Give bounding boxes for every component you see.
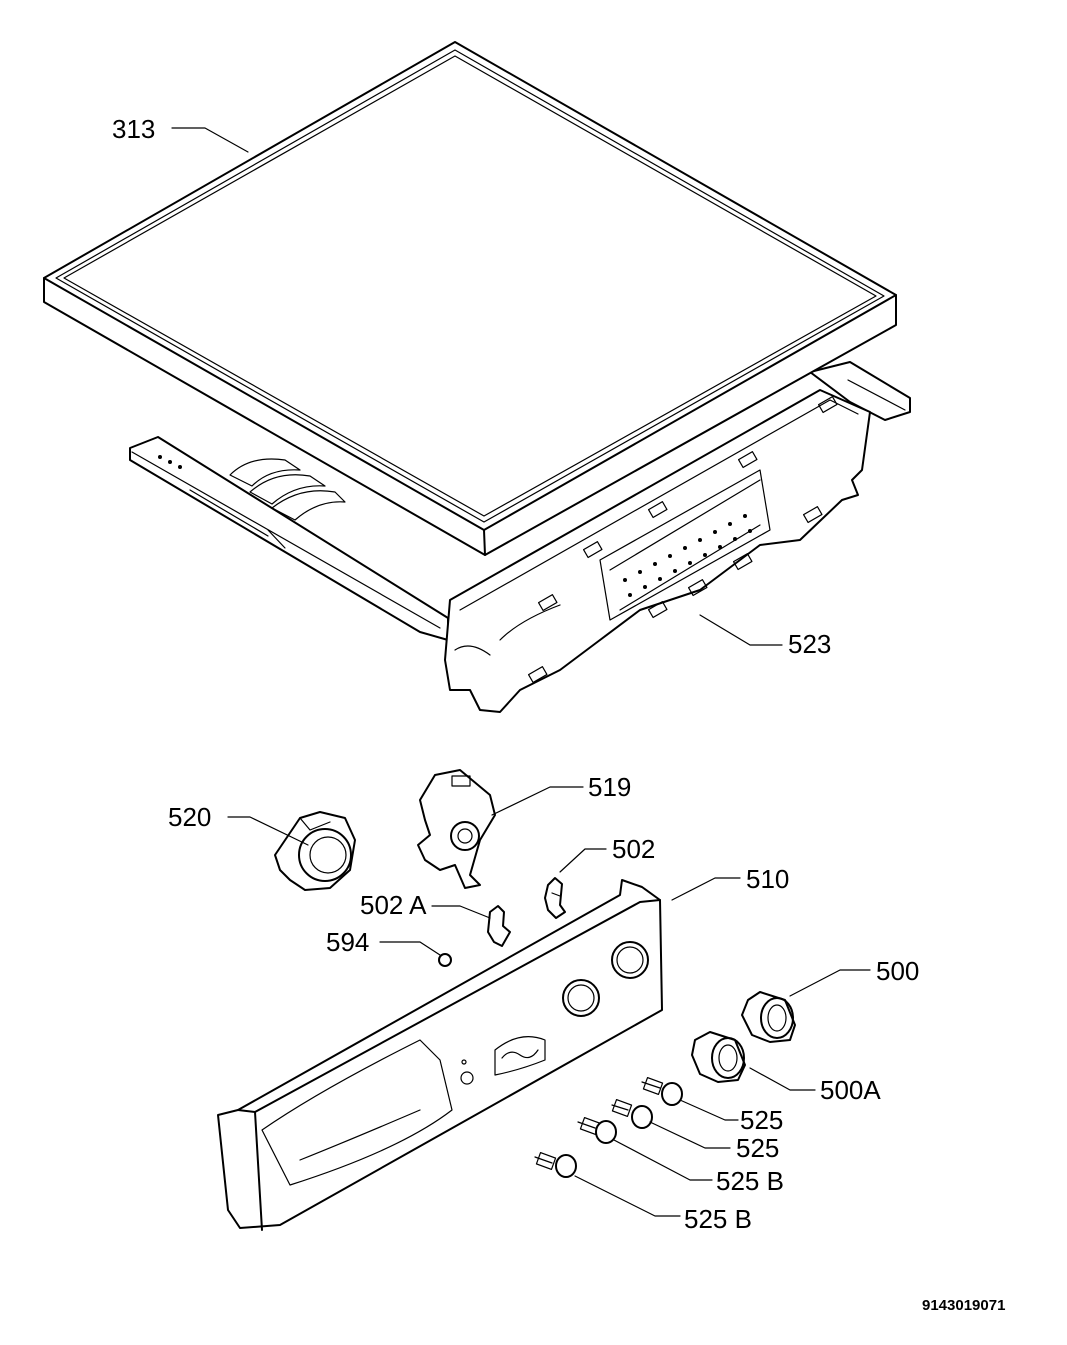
part-313-lid: [43, 41, 897, 556]
label-502a: 502 A: [360, 890, 427, 920]
label-510: 510: [746, 864, 789, 894]
part-523-frame: [129, 361, 911, 713]
label-500: 500: [876, 956, 919, 986]
label-520: 520: [168, 802, 211, 832]
label-313: 313: [112, 114, 155, 144]
part-labels: 313 523 520 519 502 510 502 A 594 500 50…: [112, 114, 1005, 1314]
label-525-2: 525: [736, 1133, 779, 1163]
part-525b-button-2: [534, 1152, 577, 1178]
label-525-1: 525: [740, 1105, 783, 1135]
label-519: 519: [588, 772, 631, 802]
label-500a: 500A: [820, 1075, 881, 1105]
part-500a-knob: [691, 1031, 746, 1083]
label-594: 594: [326, 927, 369, 957]
leader-lines: [171, 127, 871, 1217]
part-502a-clip: [487, 905, 511, 947]
part-520-selector-body: [274, 811, 356, 891]
part-525-button-1: [641, 1077, 683, 1106]
part-502-clip: [544, 877, 566, 919]
label-502: 502: [612, 834, 655, 864]
part-519-bracket: [417, 769, 496, 889]
vent-holes: [623, 514, 752, 597]
part-525-button-2: [611, 1099, 653, 1129]
part-525b-button-1: [577, 1117, 617, 1144]
label-523: 523: [788, 629, 831, 659]
part-500-knob: [741, 991, 796, 1043]
label-525b-2: 525 B: [684, 1204, 752, 1234]
part-594-pin: [438, 953, 452, 967]
part-510-control-panel: [217, 879, 663, 1231]
label-525b-1: 525 B: [716, 1166, 784, 1196]
drawing-code: 9143019071: [922, 1297, 1005, 1314]
